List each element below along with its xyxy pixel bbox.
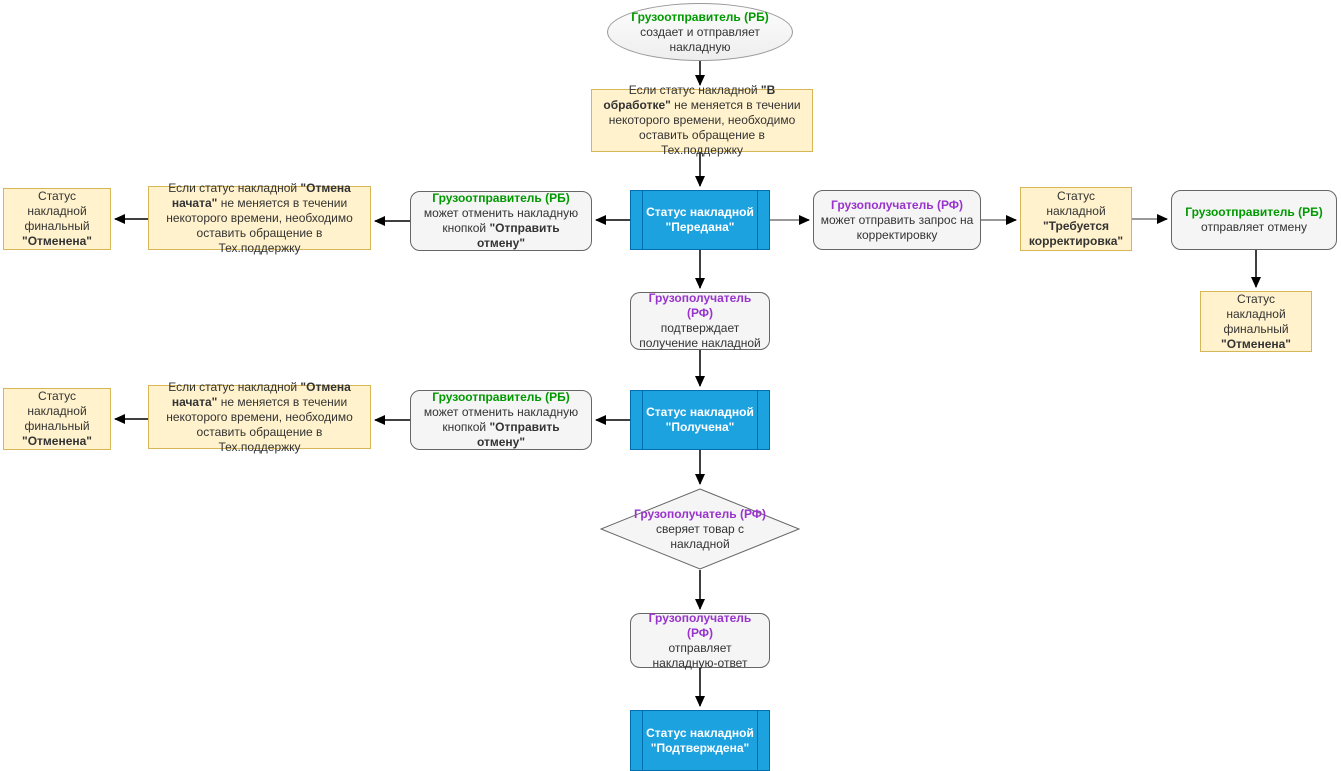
- cancel-invoice-node-2: Грузоотправитель (РБ) может отменить нак…: [410, 390, 592, 450]
- text-segment: не меняется в течении некоторого времени…: [608, 98, 801, 157]
- confirm-body: подтверждает получение накладной: [639, 321, 761, 350]
- shipper-label: Грузоотправитель (РБ): [432, 390, 570, 404]
- text-segment: Если статус накладной: [628, 83, 761, 97]
- start-node: Грузоотправитель (РБ) создает и отправля…: [607, 3, 793, 61]
- diamond-shape: [600, 488, 800, 570]
- request-body: может отправить запрос на корректировку: [820, 212, 974, 242]
- status-cancelled-node-1: Статус накладной финальный "Отменена": [3, 188, 111, 250]
- status-confirmed-label: Статус накладной "Подтверждена": [646, 725, 754, 755]
- note-processing: Если статус накладной "В обработке" не м…: [591, 83, 813, 157]
- shipper-label: Грузоотправитель (РБ): [432, 191, 570, 205]
- text-segment: Статус накладной финальный: [1223, 291, 1289, 336]
- consignee-label: Грузополучатель (РФ): [648, 610, 752, 640]
- text-segment: Если статус накладной: [168, 180, 301, 195]
- status-cancelled-right-node: Статус накладной финальный "Отменена": [1200, 291, 1312, 352]
- cancel-note-2: Если статус накладной "Отмена начата" не…: [148, 380, 371, 454]
- note-processing-text: Если статус накладной "В обработке" не м…: [598, 83, 806, 158]
- send-cancel-node: Грузоотправитель (РБ) отправляет отмену: [1171, 190, 1337, 250]
- start-body: создает и отправляет накладную: [640, 24, 760, 54]
- send-response-node: Грузополучатель (РФ) отправляет накладну…: [630, 610, 770, 670]
- text-segment-bold: "В обработке": [603, 83, 776, 112]
- text-segment: Статус накладной: [1046, 189, 1106, 218]
- cancel-note-text: Если статус накладной "Отмена начата" не…: [155, 380, 364, 455]
- text-segment-bold: "Отменена": [22, 234, 92, 248]
- confirm-receipt-node: Грузополучатель (РФ) подтверждает получе…: [630, 291, 770, 350]
- response-body: отправляет накладную-ответ: [652, 640, 748, 670]
- text-segment: Если статус накладной: [168, 379, 301, 394]
- verify-goods-diamond: Грузополучатель (РФ) сверяет товар с нак…: [600, 488, 800, 570]
- text-segment-bold: "Отмена начата": [171, 180, 351, 210]
- send-cancel-body: отправляет отмену: [1201, 220, 1307, 234]
- status-received-node: Статус накладной "Получена": [630, 390, 770, 450]
- text-segment: Статус накладной финальный: [24, 189, 90, 233]
- text-segment-bold: "Отменена": [22, 434, 92, 448]
- text-segment-bold: "Отправить отмену": [476, 221, 560, 250]
- cancel-invoice-node-1: Грузоотправитель (РБ) может отменить нак…: [410, 191, 592, 251]
- status-confirmed-node: Статус накладной "Подтверждена": [630, 710, 770, 771]
- diamond-body: сверяет товар с накладной: [655, 521, 744, 551]
- diamond-text: Грузополучатель (РФ) сверяет товар с нак…: [634, 507, 766, 552]
- consignee-label: Грузополучатель (РФ): [633, 506, 767, 521]
- status-correction-node: Статус накладной "Требуется корректировк…: [1020, 187, 1132, 251]
- cancel-note-1: Если статус накладной "Отмена начата" не…: [148, 181, 371, 255]
- text-segment-bold: "Требуется корректировка": [1028, 219, 1124, 248]
- shipper-label: Грузоотправитель (РБ): [1185, 205, 1323, 219]
- consignee-label: Грузополучатель (РФ): [830, 197, 964, 212]
- text-segment: не меняется в течении некоторого времени…: [166, 195, 353, 255]
- cancel-body: может отменить накладную кнопкой "Отправ…: [417, 405, 585, 450]
- text-segment: может отменить накладную кнопкой: [423, 405, 579, 434]
- status-cancelled-node-2: Статус накладной финальный "Отменена": [3, 388, 111, 450]
- text-segment-bold: "Отмена начата": [171, 379, 351, 409]
- text-segment-bold: "Отменена": [1221, 336, 1291, 351]
- cancel-body: может отменить накладную кнопкой "Отправ…: [417, 206, 585, 251]
- status-transferred-node: Статус накладной "Передана": [630, 190, 770, 250]
- correction-request-node: Грузополучатель (РФ) может отправить зап…: [813, 190, 981, 250]
- text-segment: не меняется в течении некоторого времени…: [166, 394, 353, 454]
- text-segment-bold: "Отправить отмену": [476, 420, 560, 449]
- text-segment: может отменить накладную кнопкой: [423, 206, 579, 235]
- status-cancelled-text: Статус накладной финальный "Отменена": [1207, 292, 1305, 352]
- status-transferred-label: Статус накладной "Передана": [646, 205, 754, 234]
- status-received-label: Статус накладной "Получена": [646, 405, 754, 434]
- status-correction-text: Статус накладной "Требуется корректировк…: [1027, 189, 1125, 249]
- consignee-label: Грузополучатель (РФ): [648, 291, 752, 320]
- status-cancelled-text: Статус накладной финальный "Отменена": [10, 389, 104, 449]
- text-segment: Статус накладной финальный: [24, 389, 90, 433]
- status-cancelled-text: Статус накладной финальный "Отменена": [10, 189, 104, 249]
- cancel-note-text: Если статус накладной "Отмена начата" не…: [155, 181, 364, 256]
- shipper-label: Грузоотправитель (РБ): [631, 9, 769, 24]
